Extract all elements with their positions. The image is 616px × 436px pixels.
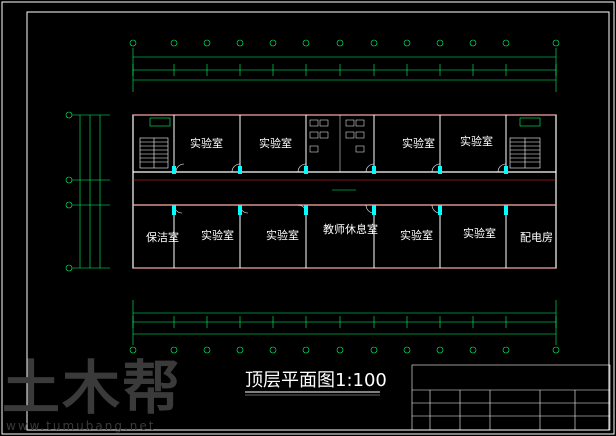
top-axis-bubble <box>370 39 378 47</box>
watermark-logo: 土木帮 <box>2 354 182 422</box>
bottom-axis-bubble <box>502 346 510 354</box>
room-label-top-3: 实验室 <box>402 136 435 150</box>
bottom-axis-bubble <box>129 346 137 354</box>
bottom-axis-bubble <box>403 346 411 354</box>
door-arcs <box>173 163 507 214</box>
top-axis-bubble <box>302 39 310 47</box>
room-label-bottom-2: 实验室 <box>201 228 234 242</box>
bottom-axis-ticks <box>129 316 560 354</box>
bottom-axis-bubble <box>269 346 277 354</box>
top-axis-bubble <box>552 39 560 47</box>
room-label-bottom-4: 教师休息室 <box>323 222 378 236</box>
bottom-axis-bubble <box>436 346 444 354</box>
room-label-bottom-3: 实验室 <box>266 228 299 242</box>
room-label-bottom-6: 实验室 <box>463 226 496 240</box>
watermark-url: www.tumubang.net <box>6 419 155 433</box>
bottom-partitions <box>173 205 507 268</box>
toilet-block <box>309 115 365 172</box>
top-axis-bubble <box>403 39 411 47</box>
axis-lines <box>133 114 556 269</box>
bottom-axis-bubble <box>170 346 178 354</box>
room-label-top-2: 实验室 <box>259 136 292 150</box>
top-axis-bubble <box>336 39 344 47</box>
room-label-top-4: 实验室 <box>460 134 493 148</box>
top-axis-bubble <box>469 39 477 47</box>
bottom-axis-bubble <box>552 346 560 354</box>
top-axis-bubble <box>236 39 244 47</box>
top-dimension-group <box>132 48 557 92</box>
bottom-axis-bubble <box>203 346 211 354</box>
left-axis-bubbles <box>65 111 73 272</box>
stair-right <box>509 117 541 169</box>
top-axis-ticks <box>129 39 560 76</box>
bottom-dimension-group <box>132 300 557 345</box>
stair-left <box>139 117 171 169</box>
top-axis-bubble <box>170 39 178 47</box>
drawing-title: 顶层平面图1:100 <box>245 370 387 391</box>
top-partitions <box>173 115 507 172</box>
left-dimension-group <box>72 114 110 269</box>
bottom-axis-bubble <box>370 346 378 354</box>
bottom-axis-bubble <box>302 346 310 354</box>
drawing-inner-border <box>26 11 610 431</box>
top-axis-bubble <box>436 39 444 47</box>
bottom-axis-bubble <box>236 346 244 354</box>
top-axis-bubble <box>203 39 211 47</box>
windows <box>172 166 508 215</box>
bottom-axis-bubble <box>469 346 477 354</box>
title-block <box>411 364 611 431</box>
room-label-bottom-1: 保洁室 <box>146 230 179 244</box>
top-axis-bubble <box>129 39 137 47</box>
room-label-bottom-5: 实验室 <box>400 228 433 242</box>
room-label-bottom-7: 配电房 <box>520 231 553 244</box>
top-axis-bubble <box>502 39 510 47</box>
bottom-axis-bubble <box>336 346 344 354</box>
top-axis-bubble <box>269 39 277 47</box>
room-label-top-1: 实验室 <box>190 136 223 150</box>
